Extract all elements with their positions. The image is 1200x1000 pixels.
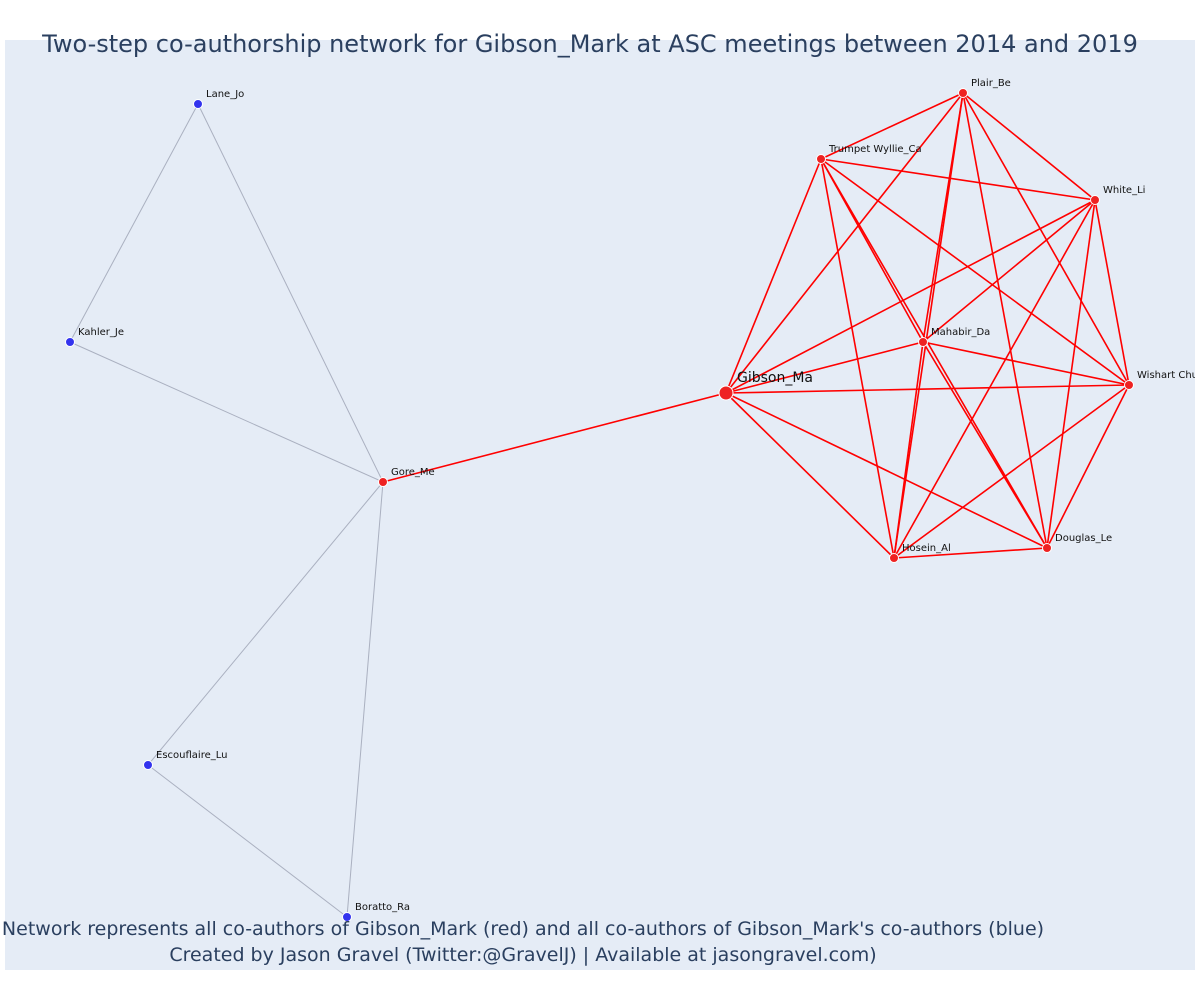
- node-label-escouflaire-lu: Escouflaire_Lu: [156, 750, 227, 761]
- edge-white-li-mahabir-da: [922, 199, 1096, 343]
- node-label-gore-me: Gore_Me: [391, 467, 435, 478]
- edge-hosein-al-douglas-le: [893, 547, 1048, 559]
- edge-mahabir-da-wishart-chu: [922, 341, 1130, 386]
- edge-gore-me-escouflaire-lu: [147, 481, 384, 766]
- edge-gibson-ma-plair-be: [725, 92, 964, 394]
- node-escouflaire-lu[interactable]: [143, 760, 153, 770]
- edge-mahabir-da-hosein-al: [893, 341, 924, 559]
- node-lane-jo[interactable]: [193, 99, 203, 109]
- edge-plair-be-douglas-le: [962, 92, 1048, 549]
- edge-trumpet-wyllie-ca-wishart-chu: [820, 158, 1130, 386]
- edge-gibson-ma-white-li: [725, 199, 1096, 394]
- edge-gibson-ma-douglas-le: [725, 392, 1048, 549]
- edges-layer: [69, 92, 1130, 918]
- chart-title: Two-step co-authorship network for Gibso…: [42, 30, 1138, 58]
- edge-plair-be-white-li: [962, 92, 1096, 201]
- edge-white-li-douglas-le: [1046, 199, 1096, 549]
- node-douglas-le[interactable]: [1042, 543, 1052, 553]
- node-label-wishart-chu: Wishart Chu: [1137, 370, 1195, 381]
- edge-trumpet-wyllie-ca-plair-be: [820, 92, 964, 160]
- edge-trumpet-wyllie-ca-white-li: [820, 158, 1096, 201]
- edge-gore-me-lane-jo: [197, 103, 384, 483]
- edge-plair-be-hosein-al: [893, 92, 964, 559]
- edge-plair-be-wishart-chu: [962, 92, 1130, 386]
- node-gore-me[interactable]: [378, 477, 388, 487]
- node-gibson-ma[interactable]: [718, 385, 734, 401]
- node-label-mahabir-da: Mahabir_Da: [931, 327, 990, 338]
- node-mahabir-da[interactable]: [918, 337, 928, 347]
- node-trumpet-wyllie-ca[interactable]: [816, 154, 826, 164]
- node-kahler-je[interactable]: [65, 337, 75, 347]
- node-hosein-al[interactable]: [889, 553, 899, 563]
- edge-lane-jo-kahler-je: [69, 103, 199, 343]
- node-label-trumpet-wyllie-ca: Trumpet Wyllie_Ca: [828, 144, 922, 155]
- node-label-lane-jo: Lane_Jo: [206, 89, 244, 100]
- edge-trumpet-wyllie-ca-douglas-le: [820, 158, 1048, 549]
- edge-gore-me-boratto-ra: [346, 481, 384, 918]
- node-plair-be[interactable]: [958, 88, 968, 98]
- node-label-douglas-le: Douglas_Le: [1055, 533, 1112, 544]
- edge-gore-me-kahler-je: [69, 341, 384, 483]
- edge-escouflaire-lu-boratto-ra: [147, 764, 348, 918]
- node-label-plair-be: Plair_Be: [971, 78, 1011, 89]
- edge-mahabir-da-douglas-le: [922, 341, 1048, 549]
- node-label-boratto-ra: Boratto_Ra: [355, 902, 410, 913]
- edge-gibson-ma-wishart-chu: [725, 384, 1130, 394]
- edge-wishart-chu-douglas-le: [1046, 384, 1130, 549]
- edge-gore-me-gibson-ma: [382, 392, 727, 483]
- edge-white-li-hosein-al: [893, 199, 1096, 559]
- node-boratto-ra[interactable]: [342, 912, 352, 922]
- edge-gibson-ma-trumpet-wyllie-ca: [725, 158, 822, 394]
- edge-gibson-ma-mahabir-da: [725, 341, 924, 394]
- edge-wishart-chu-hosein-al: [893, 384, 1130, 559]
- edge-gibson-ma-hosein-al: [725, 392, 895, 559]
- node-wishart-chu[interactable]: [1124, 380, 1134, 390]
- node-label-kahler-je: Kahler_Je: [78, 327, 124, 338]
- node-white-li[interactable]: [1090, 195, 1100, 205]
- nodes-layer: [65, 88, 1134, 922]
- caption-line-2: Created by Jason Gravel (Twitter:@Gravel…: [169, 944, 877, 966]
- caption-line-1: Network represents all co-authors of Gib…: [1, 918, 1045, 940]
- node-label-gibson-ma: Gibson_Ma: [737, 370, 813, 386]
- node-label-hosein-al: Hosein_Al: [902, 543, 951, 554]
- node-label-white-li: White_Li: [1103, 185, 1145, 196]
- edge-white-li-wishart-chu: [1094, 199, 1130, 386]
- edge-trumpet-wyllie-ca-hosein-al: [820, 158, 895, 559]
